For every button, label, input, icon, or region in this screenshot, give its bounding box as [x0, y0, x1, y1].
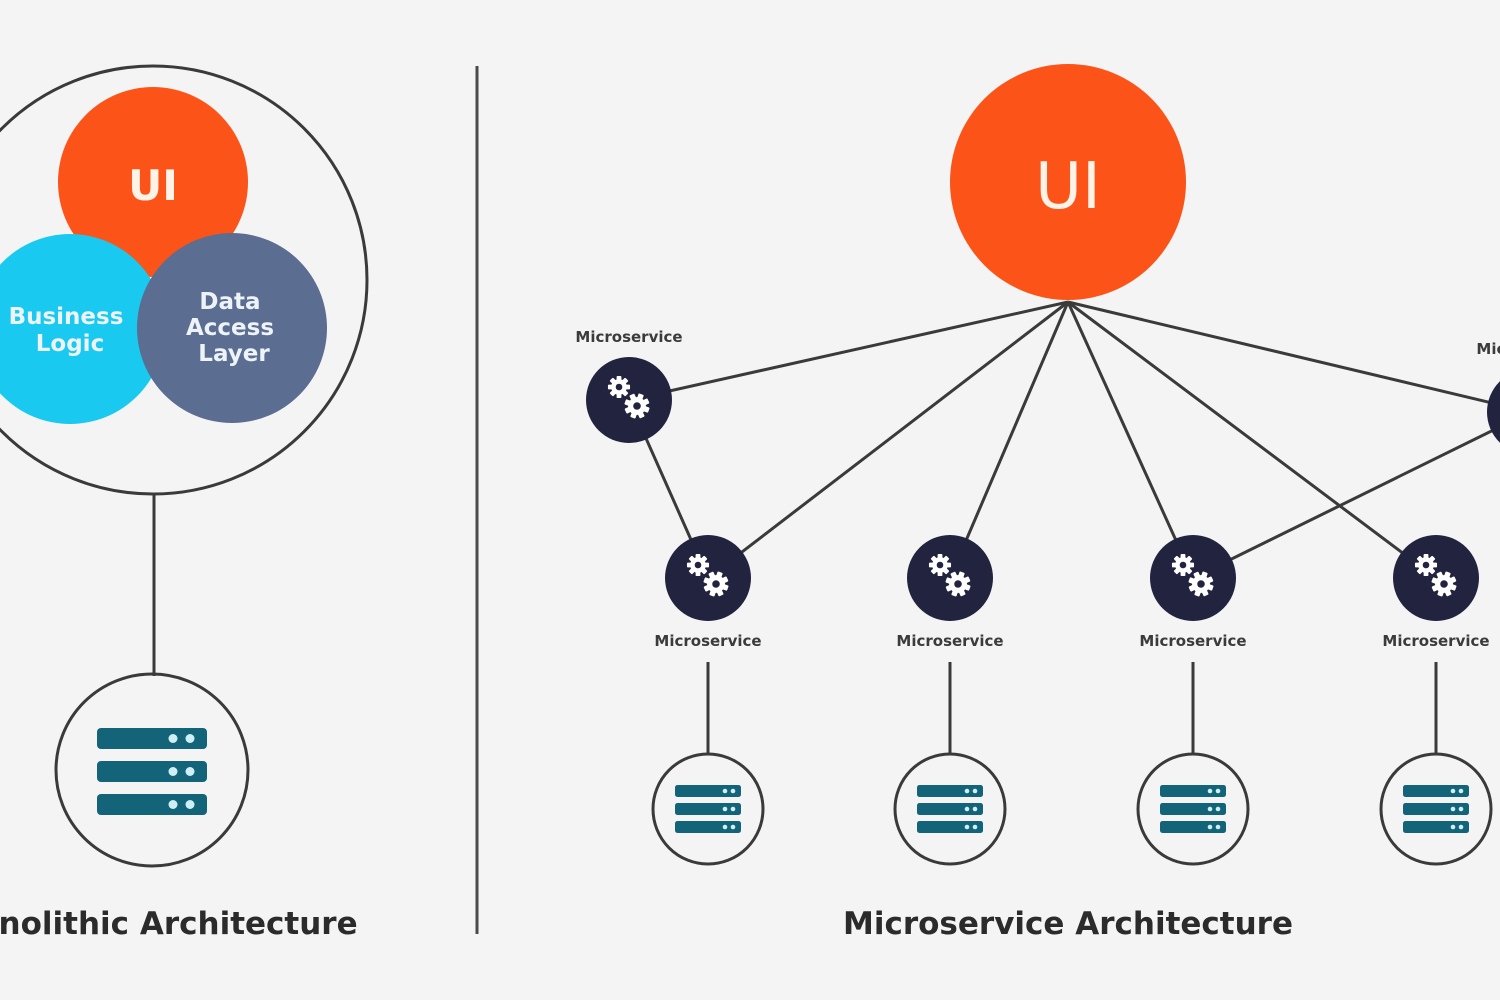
business-logic-label: Business Logic — [9, 304, 132, 357]
edge-ms-bottom-2-to-ui — [948, 301, 1070, 579]
server-stack-icon — [1160, 785, 1226, 833]
edge-ms-bottom-3-to-ui — [1066, 301, 1195, 579]
microservice-architecture-title: Microservice Architecture — [843, 906, 1293, 942]
microservice-ui-label: UI — [1035, 150, 1101, 224]
microservice-ui-circle — [950, 64, 1186, 300]
microservice-node-circle — [665, 535, 751, 621]
server-stack-icon — [917, 785, 983, 833]
data-access-layer-label: Data Access Layer — [186, 289, 282, 367]
microservice-node-circle — [1150, 535, 1236, 621]
microservice-nodes: MicroserviceMicroserviceMicroserviceMicr… — [575, 328, 1500, 866]
microservice-node-circle — [586, 357, 672, 443]
microservice-label: Microservice — [575, 328, 682, 346]
monolith-ui-label: UI — [128, 161, 178, 210]
edge-ms-bottom-4-to-ui — [1067, 300, 1437, 580]
database-circle — [893, 752, 1007, 866]
venn-business-logic-circle — [0, 234, 165, 424]
database-circle — [1136, 752, 1250, 866]
data-access-line-1: Data — [199, 289, 260, 315]
venn-ui-circle — [58, 87, 248, 277]
microservice-node-circle — [1393, 535, 1479, 621]
venn-data-access-circle — [137, 233, 327, 423]
monolith-database-circle — [54, 672, 250, 868]
database-circle — [1379, 752, 1493, 866]
edge-ms-top-right-to-ms-bottom-3 — [1192, 425, 1500, 580]
connection-lines — [627, 300, 1500, 580]
microservice-section: UI MicroserviceMicroserviceMicroserviceM… — [575, 64, 1500, 942]
microservice-node: Microservice — [1136, 535, 1250, 866]
data-access-line-2: Access — [186, 315, 274, 341]
monolithic-architecture-title: Monolithic Architecture — [0, 906, 358, 942]
server-stack-icon — [1403, 785, 1469, 833]
server-stack-icon — [97, 728, 207, 815]
business-logic-line-2: Logic — [36, 331, 104, 357]
microservice-label: Microservice — [1476, 340, 1500, 358]
edge-ms-top-right-to-ui — [1067, 300, 1500, 407]
microservice-label: Microservice — [1382, 632, 1489, 650]
edge-ms-bottom-1-to-ui — [707, 300, 1069, 580]
edge-ms-top-left-to-ui — [628, 300, 1069, 402]
microservice-label: Microservice — [896, 632, 1003, 650]
microservice-node: Microservice — [575, 328, 683, 443]
business-logic-line-1: Business — [9, 304, 124, 330]
monolithic-section: UI Business Logic Data Access Layer Mono… — [0, 64, 369, 942]
microservice-node-circle — [907, 535, 993, 621]
microservice-label: Microservice — [1139, 632, 1246, 650]
microservice-node: Microservice — [1476, 340, 1500, 443]
microservice-node: Microservice — [893, 535, 1007, 866]
data-access-line-3: Layer — [198, 341, 270, 367]
microservice-label: Microservice — [654, 632, 761, 650]
microservice-node-circle — [1487, 381, 1500, 443]
database-circle — [651, 752, 765, 866]
microservice-node: Microservice — [1379, 535, 1493, 866]
server-stack-icon — [675, 785, 741, 833]
microservice-node: Microservice — [651, 535, 765, 866]
